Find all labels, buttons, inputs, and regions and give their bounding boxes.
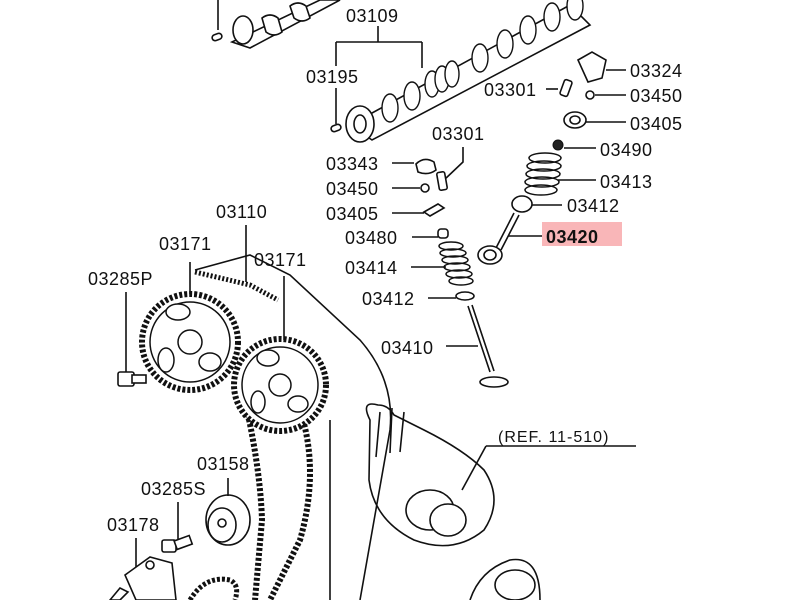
crank-sprocket-icon	[187, 576, 240, 600]
tensioner-03158-icon	[205, 478, 251, 546]
spring-03414-icon	[411, 241, 474, 286]
label-03171-left[interactable]: 03171	[159, 234, 212, 254]
label-03405-upper[interactable]: 03405	[630, 114, 683, 134]
spring-03413-icon	[524, 152, 596, 196]
bolt-03285P-icon	[117, 292, 147, 387]
sprocket-03171-left	[139, 262, 241, 393]
label-03178[interactable]: 03178	[107, 515, 160, 535]
rocker-03343-icon	[392, 158, 437, 175]
pin-03195-icon	[330, 123, 342, 133]
label-03109[interactable]: 03109	[346, 6, 399, 26]
camshaft-03109	[345, 0, 592, 143]
label-03450-upper[interactable]: 03450	[630, 86, 683, 106]
nut-03450-lower-icon	[392, 183, 430, 193]
label-03405-lower[interactable]: 03405	[326, 204, 379, 224]
label-03490[interactable]: 03490	[600, 140, 653, 160]
label-03343[interactable]: 03343	[326, 154, 379, 174]
upper-camshaft	[229, 0, 341, 49]
label-03285S[interactable]: 03285S	[141, 479, 206, 499]
label-03158[interactable]: 03158	[197, 454, 250, 474]
label-03301-upper[interactable]: 03301	[484, 80, 537, 100]
label-03420[interactable]: 03420	[546, 227, 599, 247]
reference-leader	[461, 445, 636, 491]
label-03285P[interactable]: 03285P	[88, 269, 153, 289]
bracket-03109	[335, 26, 423, 124]
reference-note[interactable]: (REF. 11-510)	[498, 429, 609, 446]
screw-03301-icon	[546, 78, 573, 98]
label-03301-lower[interactable]: 03301	[432, 124, 485, 144]
seat-03412-lower-icon	[428, 291, 475, 301]
label-03412-lower[interactable]: 03412	[362, 289, 415, 309]
label-03410[interactable]: 03410	[381, 338, 434, 358]
valve-03410-icon	[446, 304, 509, 388]
retainer-03405-lower-icon	[392, 203, 446, 217]
label-03195[interactable]: 03195	[306, 67, 359, 87]
sprocket-03171-right	[231, 276, 329, 434]
bolt-03285S-icon	[161, 502, 194, 553]
seat-03412-icon	[511, 195, 562, 213]
screw-03301-lower-icon	[436, 147, 464, 192]
label-03412-upper[interactable]: 03412	[567, 196, 620, 216]
valve-03420-icon	[477, 212, 542, 265]
rocker-03324-icon	[576, 51, 626, 83]
bracket-03178-icon	[108, 538, 177, 600]
label-03110[interactable]: 03110	[216, 202, 267, 222]
retainer-03405-icon	[563, 111, 626, 129]
label-03480[interactable]: 03480	[345, 228, 398, 248]
water-pump-icon	[365, 403, 541, 600]
label-03450-lower[interactable]: 03450	[326, 179, 379, 199]
seal-03490-icon	[552, 139, 596, 151]
nut-03450-icon	[585, 90, 626, 100]
seal-03480-icon	[412, 228, 449, 239]
highlight-03420	[542, 222, 622, 246]
label-03413[interactable]: 03413	[600, 172, 653, 192]
label-03171-right[interactable]: 03171	[254, 250, 307, 270]
label-03414[interactable]: 03414	[345, 258, 398, 278]
label-03324[interactable]: 03324	[630, 61, 683, 81]
pin-icon-top	[211, 0, 223, 42]
